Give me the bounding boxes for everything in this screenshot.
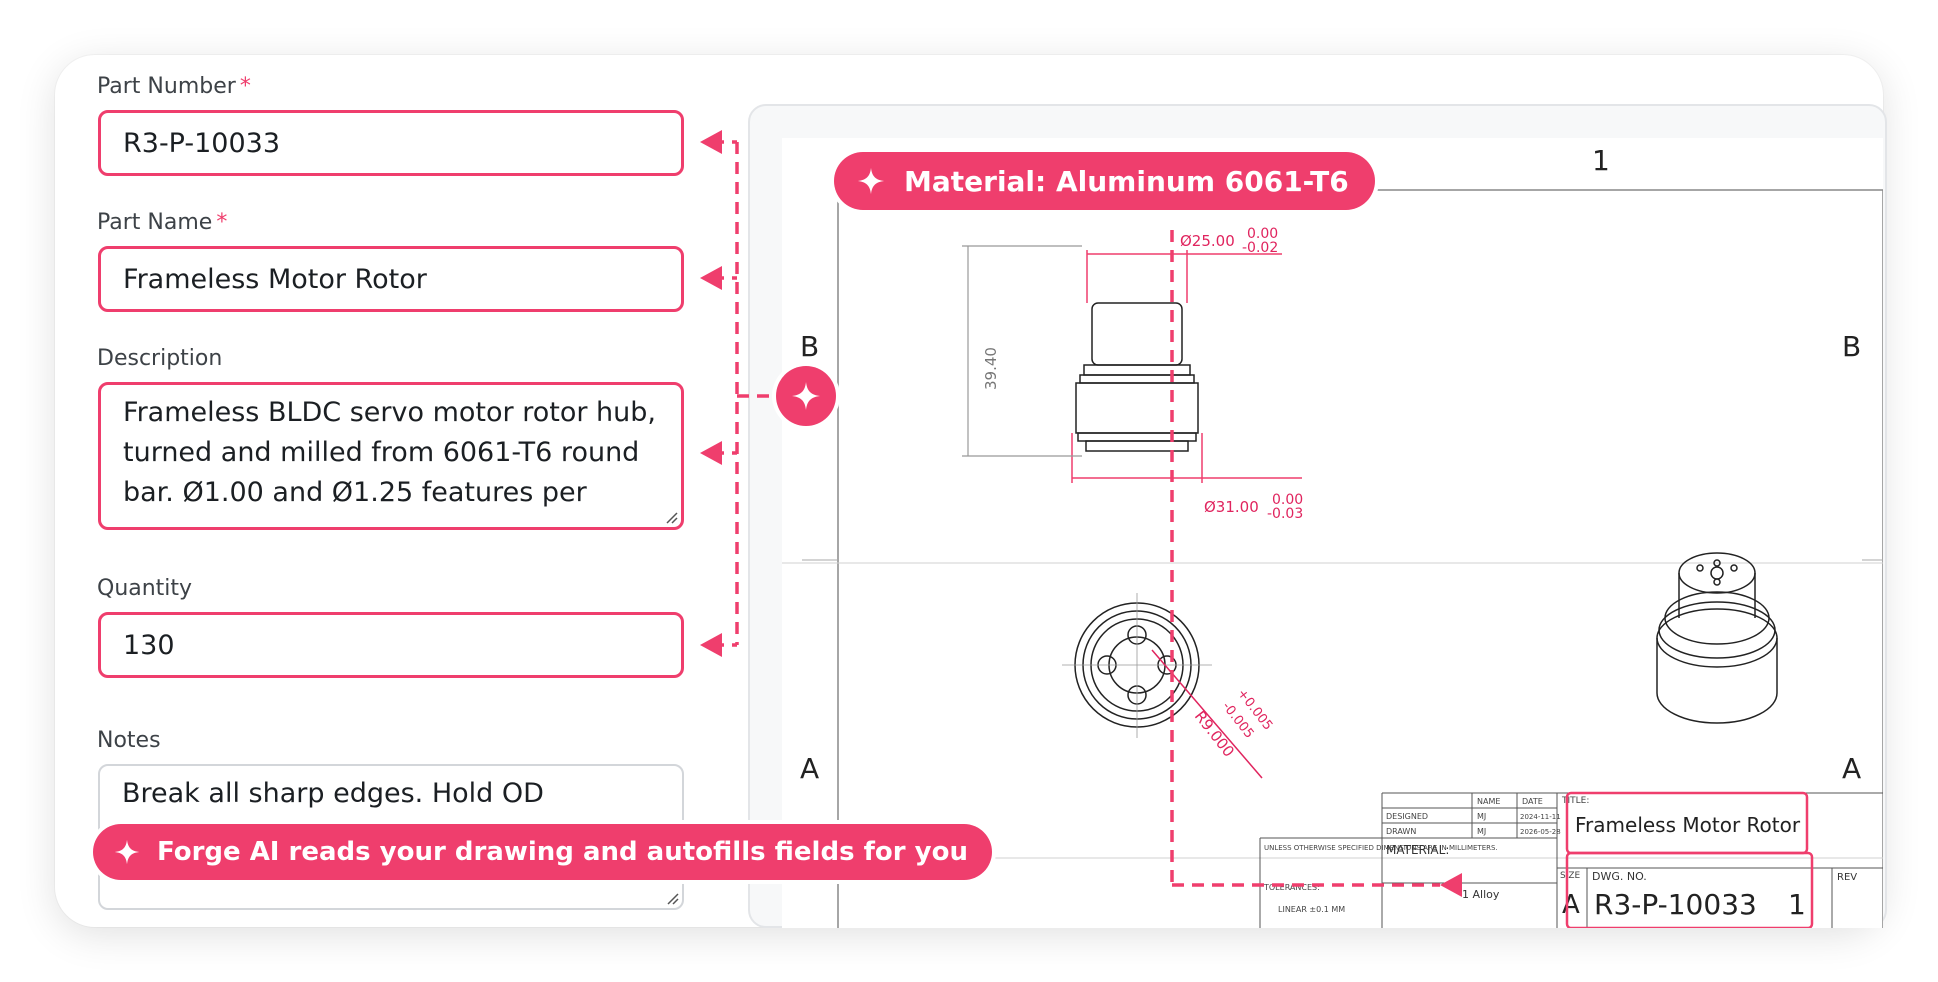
tb-size-value: A — [1562, 890, 1580, 920]
dim-top-tol-upper: 0.00 — [1247, 226, 1278, 242]
dim-bottom-diameter: Ø31.00 — [1204, 498, 1259, 516]
dimension-lines — [1071, 250, 1302, 483]
tb-col-name: NAME — [1477, 797, 1500, 806]
tb-rev-value: 1 — [1788, 888, 1806, 921]
part-name-input[interactable]: Frameless Motor Rotor — [98, 246, 684, 312]
sparkle-icon — [114, 839, 140, 865]
tb-drawn-name: MJ — [1477, 827, 1486, 836]
dim-height: 39.40 — [982, 347, 1000, 390]
zone-label-b-right: B — [1842, 330, 1861, 363]
tb-rev-label: REV — [1837, 872, 1857, 883]
tb-designed-name: MJ — [1477, 812, 1486, 821]
required-asterisk: * — [239, 74, 251, 99]
rotor-front-view — [1062, 593, 1212, 738]
tb-title-value: Frameless Motor Rotor — [1575, 813, 1801, 837]
tb-unless-note: UNLESS OTHERWISE SPECIFIED DIMENSIONS AR… — [1264, 844, 1498, 852]
zone-label-1: 1 — [1592, 144, 1610, 177]
tb-dwg-no-value: R3-P-10033 — [1594, 888, 1757, 921]
tb-drawn-date: 2026-05-28 — [1520, 828, 1561, 836]
tb-designed-date: 2024-11-11 — [1520, 813, 1561, 821]
quantity-input[interactable]: 130 — [98, 612, 684, 678]
ai-sparkle-badge — [776, 366, 836, 426]
dim-bottom-tol-upper: 0.00 — [1272, 492, 1303, 508]
tb-drawn-label: DRAWN — [1386, 827, 1416, 836]
zone-label-b-left: B — [800, 330, 819, 363]
description-text: Frameless BLDC servo motor rotor hub, tu… — [123, 397, 656, 508]
resize-handle-icon[interactable] — [665, 891, 679, 905]
sparkle-icon — [792, 382, 820, 410]
quantity-label: Quantity — [97, 576, 193, 601]
description-textarea[interactable]: Frameless BLDC servo motor rotor hub, tu… — [98, 382, 684, 530]
rotor-isometric-view — [1656, 552, 1778, 724]
notes-label: Notes — [97, 728, 161, 753]
forge-ai-banner-text: Forge AI reads your drawing and autofill… — [157, 837, 968, 867]
engineering-drawing: 2 1 B B A A Ø25.00 0.00 — [782, 144, 1884, 951]
dim-top-diameter: Ø25.00 — [1180, 232, 1235, 250]
tb-dwg-no-label: DWG. NO. — [1592, 870, 1647, 883]
forge-ai-banner: Forge AI reads your drawing and autofill… — [93, 824, 992, 880]
drawing-sheet: 2 1 B B A A Ø25.00 0.00 — [782, 138, 1884, 951]
material-callout-text: Material: Aluminum 6061-T6 — [904, 164, 1349, 198]
part-number-input[interactable]: R3-P-10033 — [98, 110, 684, 176]
resize-handle-icon[interactable] — [664, 510, 678, 524]
sparkle-icon — [857, 167, 885, 195]
tb-size-label: SIZE — [1560, 871, 1581, 881]
tb-material-label: MATERIAL: — [1386, 843, 1449, 857]
dim-bottom-tol-lower: -0.03 — [1267, 506, 1303, 522]
zone-label-a-right: A — [1842, 752, 1861, 785]
tb-title-label: TITLE: — [1561, 796, 1589, 806]
required-asterisk: * — [216, 210, 228, 235]
tb-material-value: 1 Alloy — [1462, 888, 1500, 901]
tb-col-date: DATE — [1522, 797, 1543, 806]
part-number-label: Part Number* — [97, 74, 251, 99]
tb-tolerances: TOLERANCES: — [1263, 883, 1320, 892]
tb-linear: LINEAR ±0.1 MM — [1278, 905, 1345, 914]
zone-label-a-left: A — [800, 752, 819, 785]
description-label: Description — [97, 346, 223, 371]
material-callout: Material: Aluminum 6061-T6 — [834, 152, 1375, 210]
rotor-side-view — [1075, 302, 1199, 452]
tb-designed-label: DESIGNED — [1386, 812, 1428, 821]
part-name-label: Part Name* — [97, 210, 228, 235]
dim-top-tol-lower: -0.02 — [1242, 240, 1278, 256]
